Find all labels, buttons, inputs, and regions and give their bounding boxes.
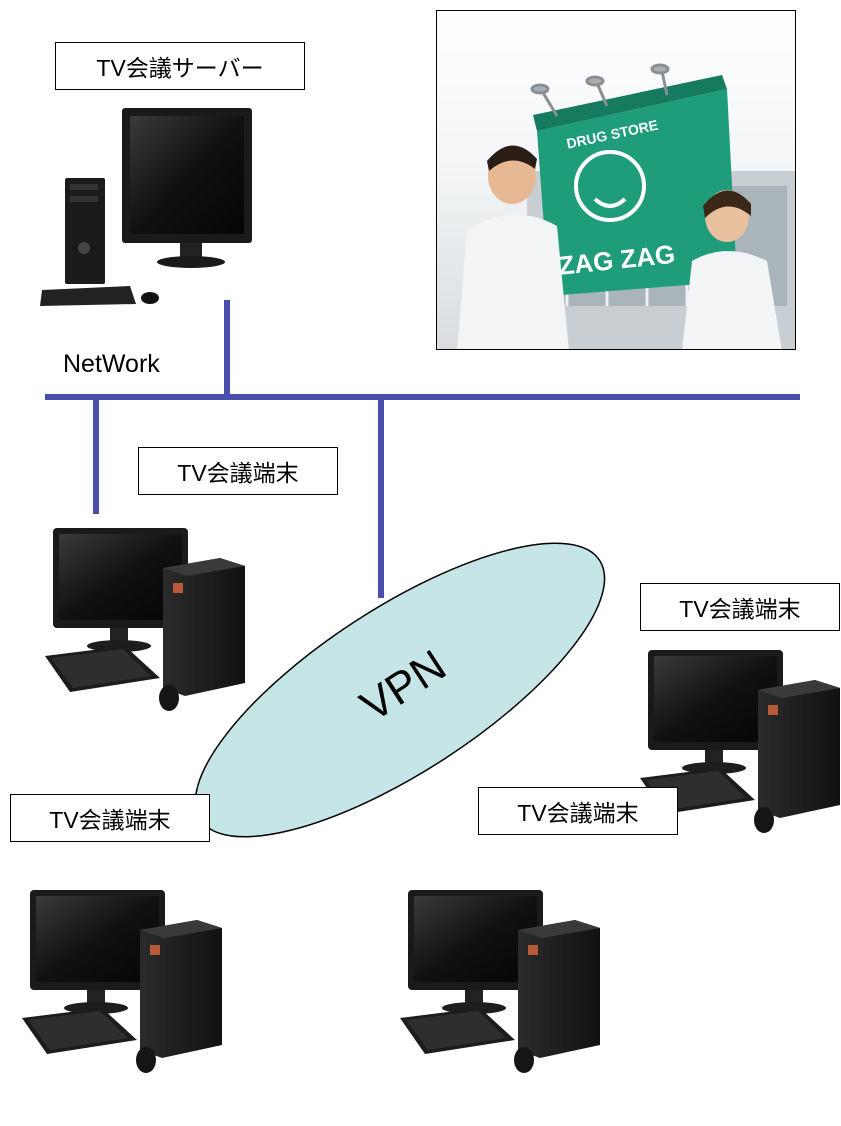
terminal-label-4: TV会議端末 <box>478 787 678 835</box>
terminal-label-3: TV会議端末 <box>10 794 210 842</box>
vpn-link <box>378 398 384 598</box>
terminal-link <box>93 398 99 514</box>
network-label: NetWork <box>63 350 160 378</box>
server-computer <box>40 108 252 306</box>
server-label: TV会議サーバー <box>55 42 305 90</box>
terminal-label-1: TV会議端末 <box>138 447 338 495</box>
server-link <box>224 300 230 396</box>
terminal-computer-3 <box>22 890 222 1073</box>
network-backbone <box>45 394 800 400</box>
store-photo: DRUG STORE ZAG ZAG <box>436 10 796 350</box>
terminal-computer-1 <box>45 528 245 711</box>
terminal-computer-4 <box>400 890 600 1073</box>
terminal-label-2: TV会議端末 <box>640 583 840 631</box>
